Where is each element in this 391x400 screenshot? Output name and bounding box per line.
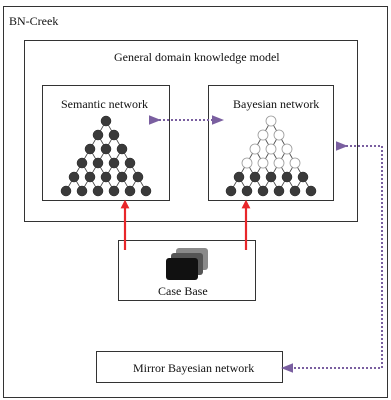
semantic-network-label: Semantic network (61, 97, 148, 111)
semantic-network-node (108, 129, 120, 141)
semantic-network-graph (60, 115, 152, 197)
semantic-network-node (76, 185, 88, 197)
bayesian-network-node (265, 115, 277, 127)
bayesian-network-node (241, 185, 253, 197)
semantic-network-node (92, 129, 104, 141)
bayesian-network-node (265, 171, 277, 183)
semantic-network-node (108, 185, 120, 197)
bayesian-network-node (257, 129, 269, 141)
case-stack-icon (166, 248, 208, 280)
bayesian-network-node (273, 157, 285, 169)
bayesian-network-node (281, 143, 293, 155)
bayesian-network-node (289, 157, 301, 169)
semantic-network-node (76, 157, 88, 169)
bayesian-network-node (273, 185, 285, 197)
bayesian-network-node (257, 185, 269, 197)
semantic-network-node (108, 157, 120, 169)
semantic-network-node (132, 171, 144, 183)
mirror-bayesian-network-label: Mirror Bayesian network (133, 361, 255, 375)
bayesian-network-node (233, 171, 245, 183)
bayesian-network-graph (225, 115, 317, 197)
semantic-network-node (116, 143, 128, 155)
semantic-network-node (100, 171, 112, 183)
bayesian-network-node (305, 185, 317, 197)
semantic-network-node (84, 171, 96, 183)
bayesian-network-node (225, 185, 237, 197)
semantic-network-node (60, 185, 72, 197)
bn-creek-title: BN-Creek (9, 14, 59, 28)
bayesian-network-node (249, 171, 261, 183)
semantic-network-node (68, 171, 80, 183)
bayesian-network-node (241, 157, 253, 169)
bayesian-network-label: Bayesian network (233, 97, 320, 111)
semantic-network-node (140, 185, 152, 197)
bayesian-network-node (249, 143, 261, 155)
bayesian-network-node (257, 157, 269, 169)
semantic-network-node (116, 171, 128, 183)
semantic-network-node (84, 143, 96, 155)
bayesian-network-node (265, 143, 277, 155)
domain-model-title: General domain knowledge model (114, 50, 280, 64)
bayesian-network-node (289, 185, 301, 197)
semantic-network-node (124, 157, 136, 169)
semantic-network-node (100, 115, 112, 127)
bayesian-network-node (273, 129, 285, 141)
case-base-label: Case Base (158, 284, 208, 298)
mirror-bayesian-network-box (96, 351, 283, 383)
semantic-network-node (124, 185, 136, 197)
bayesian-network-node (297, 171, 309, 183)
bayesian-network-node (281, 171, 293, 183)
dotted-link-bayesian-mirror (281, 141, 383, 373)
semantic-network-node (92, 157, 104, 169)
semantic-network-node (92, 185, 104, 197)
semantic-network-node (100, 143, 112, 155)
